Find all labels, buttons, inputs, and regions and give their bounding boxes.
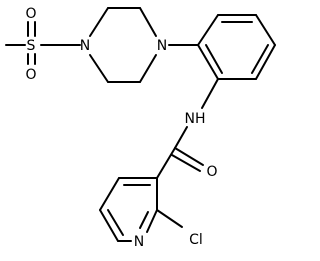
bond-piperazine-4 [139,54,157,83]
bond-phenyl-3 [255,14,276,46]
piperazine-nitrogen-right-label: N [157,38,167,54]
bond-pyridine-2 [99,177,120,211]
oxygen-label-bottom: O [25,67,36,83]
bond-carbonyl-a [174,147,204,166]
molecule-diagram: S O O N N NH O N Cl [5,6,276,250]
bond-piperazine-6 [89,54,109,83]
bond-piperazine-1 [89,7,109,37]
carbonyl-oxygen-label: O [206,164,217,180]
bond-pyridine-inner-3 [139,211,149,229]
bond-phenyl-inner-3 [205,44,223,74]
sulfur-label: S [27,38,36,54]
bond-pyridine-inner-2 [107,209,124,236]
piperazine-nitrogen-left-label: N [80,38,90,54]
bond-phenyl-amide-nitrogen [201,78,219,109]
bond-carbonyl-pyridine [156,147,176,179]
oxygen-label-top: O [25,6,36,22]
bond-piperazine-3 [139,7,157,37]
bond-pyridine-3 [99,209,119,242]
bond-phenyl-inner-2 [251,44,269,74]
molecule-structure: S O O N N NH O N Cl [5,6,276,250]
amide-nitrogen-label: NH [185,111,206,127]
atom-labels: S O O N N NH O N Cl [25,6,217,250]
bond-phenyl-6 [197,44,219,80]
bond-pyridine-5 [146,209,158,233]
bond-carbonyl-b [171,154,201,172]
bond-phenyl-1 [197,14,219,46]
pyridine-nitrogen-label: N [134,234,144,250]
chlorine-label: Cl [189,232,203,248]
bond-amide-nitrogen-carbon [174,126,188,149]
bond-pyridine-chlorine [156,209,183,228]
bond-phenyl-4 [255,44,276,80]
bond-lines [5,7,276,242]
